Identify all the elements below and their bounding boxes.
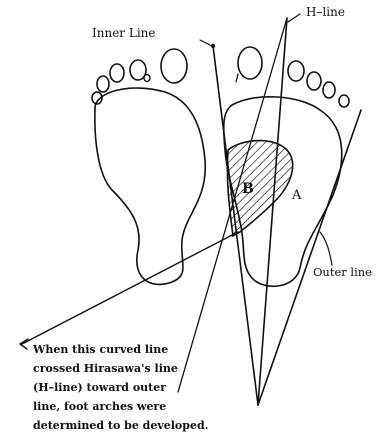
caption: When this curved line crossed Hirasawa's… [32, 343, 208, 432]
caption-line-3: (H–line) toward outer [33, 381, 166, 394]
region-b-label: B [242, 181, 254, 197]
inner-line-leader [200, 40, 212, 46]
h-line-label: H–line [306, 5, 345, 19]
caption-line-1: When this curved line [32, 343, 168, 356]
right-toe-2 [288, 61, 304, 81]
caption-line-5: determined to be developed. [33, 419, 208, 432]
left-foot-outline [95, 88, 205, 284]
left-toe-dot [144, 75, 150, 82]
right-toe-mark [236, 74, 238, 82]
left-footprint [92, 49, 205, 284]
outer-line-leader [320, 232, 332, 265]
region-a-label: A [291, 188, 302, 203]
left-toe-4 [97, 76, 109, 92]
outer-line-label: Outer line [313, 265, 372, 279]
right-toe-1 [238, 47, 262, 79]
inner-line-label: Inner Line [92, 26, 156, 40]
caption-pointer-line [22, 232, 238, 344]
caption-line-4: line, foot arches were [33, 400, 166, 413]
left-toe-3 [110, 64, 124, 82]
caption-line-2: crossed Hirasawa's line [33, 362, 178, 375]
right-toe-5 [339, 95, 349, 107]
h-line-leader [288, 14, 300, 22]
inner-line [213, 46, 258, 405]
left-toe-1 [161, 49, 187, 83]
right-toe-4 [323, 82, 335, 98]
caption-arrowhead [20, 339, 28, 349]
right-toe-3 [307, 72, 321, 90]
right-footprint [224, 47, 349, 286]
